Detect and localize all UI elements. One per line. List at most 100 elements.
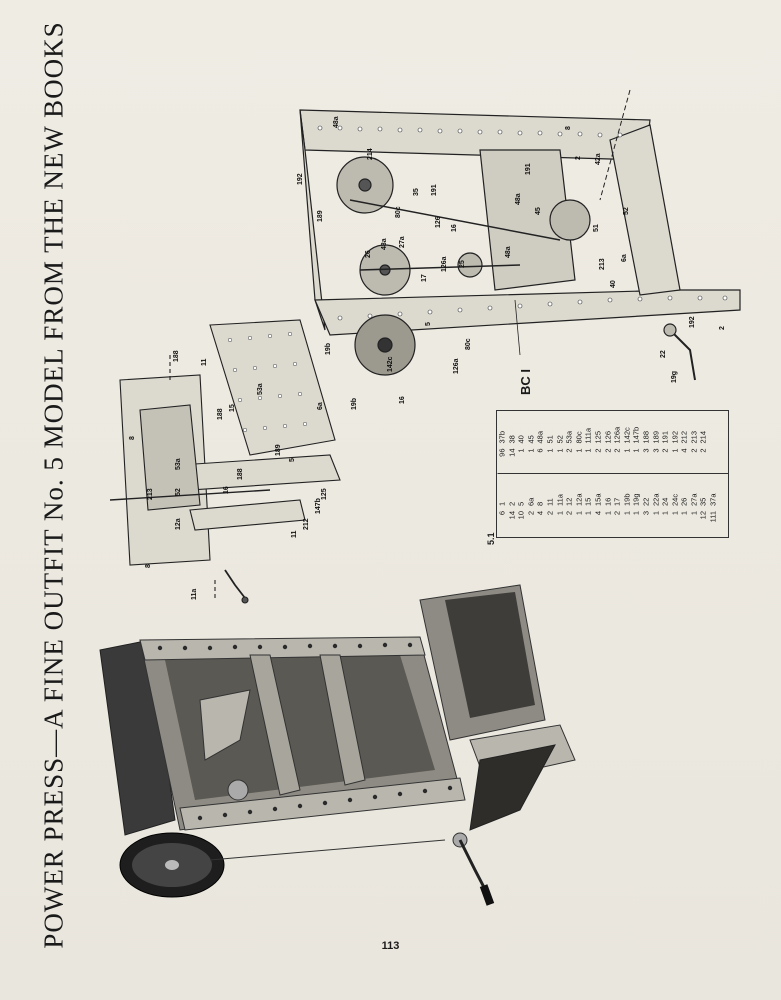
part-number: 37b [497,430,506,444]
part-number: 5 [516,501,526,506]
part-quantity: 2 [564,511,574,516]
perforations-top [317,125,728,321]
label-35: 35 [413,188,420,196]
part-quantity: 2 [564,448,574,453]
axis-line [599,89,631,201]
part-number: 24 [660,497,670,506]
part-quantity: 2 [612,511,622,516]
photo-perforations [157,642,453,821]
part-quantity: 1 [573,511,583,516]
part-number: 15 [583,497,593,506]
label-6a: 6a [621,254,628,262]
small-gear [457,252,483,278]
label-126a: 126a [441,256,448,272]
part-number: 12 [564,497,574,506]
part-number: 11a [554,494,564,506]
mlabel-8-2: 8 [145,564,152,568]
part-number: 213 [688,430,698,444]
mlabel-188-2: 188 [217,408,224,420]
lower-girder [189,499,306,531]
label-80c: 80c [395,206,402,218]
part-number: 80c [573,431,583,444]
part-quantity: 1 [669,448,679,453]
mlabel-147b: 147b [315,498,322,514]
part-quantity: 1 [573,448,583,453]
mlabel-11-2: 11 [291,530,298,538]
part-number: 24c [669,493,679,506]
part-quantity: 1 [688,511,698,516]
middle-exploded-diagram [109,319,341,604]
part-number: 48a [535,430,545,444]
label-8: 8 [565,126,572,130]
part-quantity: 2 [698,448,708,453]
top-box-frame [209,319,336,456]
bc-label: BC I [518,369,533,395]
part-quantity: 2 [612,448,622,453]
middle-diagram-labels: 188 11 53a 6a 188 15 8 189 5 213 52 53a … [129,350,328,600]
part-quantity: 3 [640,511,650,516]
label-42a: 42a [595,153,602,165]
middle-shaft [109,489,271,501]
top-exploded-diagram [299,89,741,381]
part-quantity: 1 [602,511,612,516]
bc-pointer [514,299,521,356]
mlabel-125: 125 [321,488,328,500]
part-quantity: 2 [592,448,602,453]
mlabel-5: 5 [289,458,296,462]
part-number: 35 [698,497,708,506]
label-45: 45 [535,207,542,215]
label-48a-1: 48a [333,116,340,128]
linkage-plate [199,689,251,761]
part-number: 22a [650,493,660,506]
label-19g: 19g [671,371,678,383]
label-19b: 19b [325,343,332,355]
part-number: 126a [612,426,622,444]
middle-crank-handle [224,569,246,599]
crank-grip [479,884,495,906]
crank-disc [549,199,591,241]
label-22: 22 [660,350,667,358]
section-label: 5.1 [486,532,496,545]
part-number: 51 [544,435,554,444]
part-quantity: 1 [621,448,631,453]
part-number: 38 [506,435,516,444]
part-quantity: 4 [535,511,545,516]
label-48a-3: 48a [505,246,512,258]
parts-row: 2 12 [564,475,574,537]
part-quantity: 3 [640,448,650,453]
center-girder-2 [319,654,366,786]
part-number: 125 [592,430,602,444]
part-quantity: 6 [535,448,545,453]
mlabel-8: 8 [129,436,136,440]
label-126: 126 [435,216,442,228]
label-2-2: 2 [719,326,726,330]
part-quantity: 4 [592,511,602,516]
part-quantity: 2 [602,448,612,453]
label-25: 25 [459,260,466,268]
model-photograph [99,584,576,906]
part-quantity: 1 [554,448,564,453]
label-51: 51 [593,224,600,232]
label-126a-2: 126a [453,358,460,374]
label-191-2: 191 [431,184,438,196]
label-52: 52 [623,207,630,215]
part-quantity: 10 [516,511,526,520]
mlabel-53a: 53a [257,383,264,395]
part-number: 188 [640,430,650,444]
part-quantity: 1 [544,448,554,453]
bottom-strip [179,777,466,831]
